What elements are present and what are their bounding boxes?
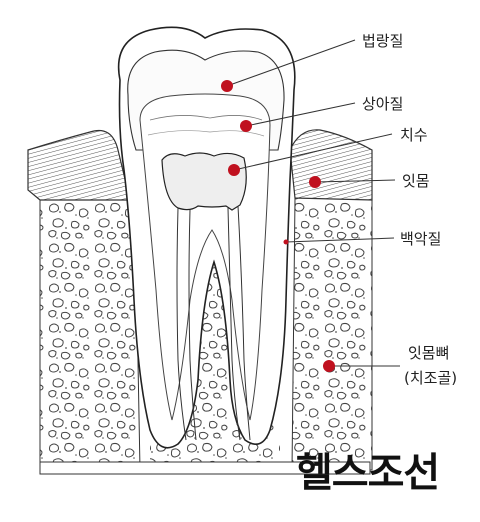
- cementum-label: 백악질: [400, 230, 442, 248]
- root-canal-left: [176, 207, 187, 441]
- enamel-marker: [221, 80, 233, 92]
- root-canal-left-b: [188, 209, 197, 441]
- alveolar-bone-label: 잇몸뼈: [408, 344, 450, 362]
- pulp-label: 치수: [400, 126, 428, 144]
- alveolar-bone-area: [39, 199, 141, 471]
- bone-marker: [323, 360, 335, 372]
- enamel-label: 법랑질: [362, 32, 404, 50]
- publisher-watermark: 헬스조선: [296, 450, 440, 496]
- enamel-leader-line: [226, 39, 356, 87]
- gum-left: [27, 129, 131, 201]
- root-canal-right-b: [237, 205, 251, 441]
- dentin-leader-line: [245, 102, 356, 127]
- alveolar-bone-sublabel: (치조골): [404, 369, 458, 387]
- root-canal-right: [227, 207, 241, 441]
- pulp-marker: [228, 164, 240, 176]
- dentin-marker: [240, 120, 252, 132]
- cementum-leader-line: [285, 237, 395, 243]
- gum-leader-line: [314, 179, 396, 183]
- pulp-chamber: [161, 152, 247, 211]
- gum-marker: [309, 176, 321, 188]
- dentin-label: 상아질: [362, 95, 404, 113]
- bone-base: [39, 461, 371, 475]
- gum-right: [289, 129, 373, 201]
- gum-label: 잇몸: [402, 172, 430, 190]
- pulp-leader-line: [233, 133, 393, 171]
- cementum-marker: [283, 239, 289, 245]
